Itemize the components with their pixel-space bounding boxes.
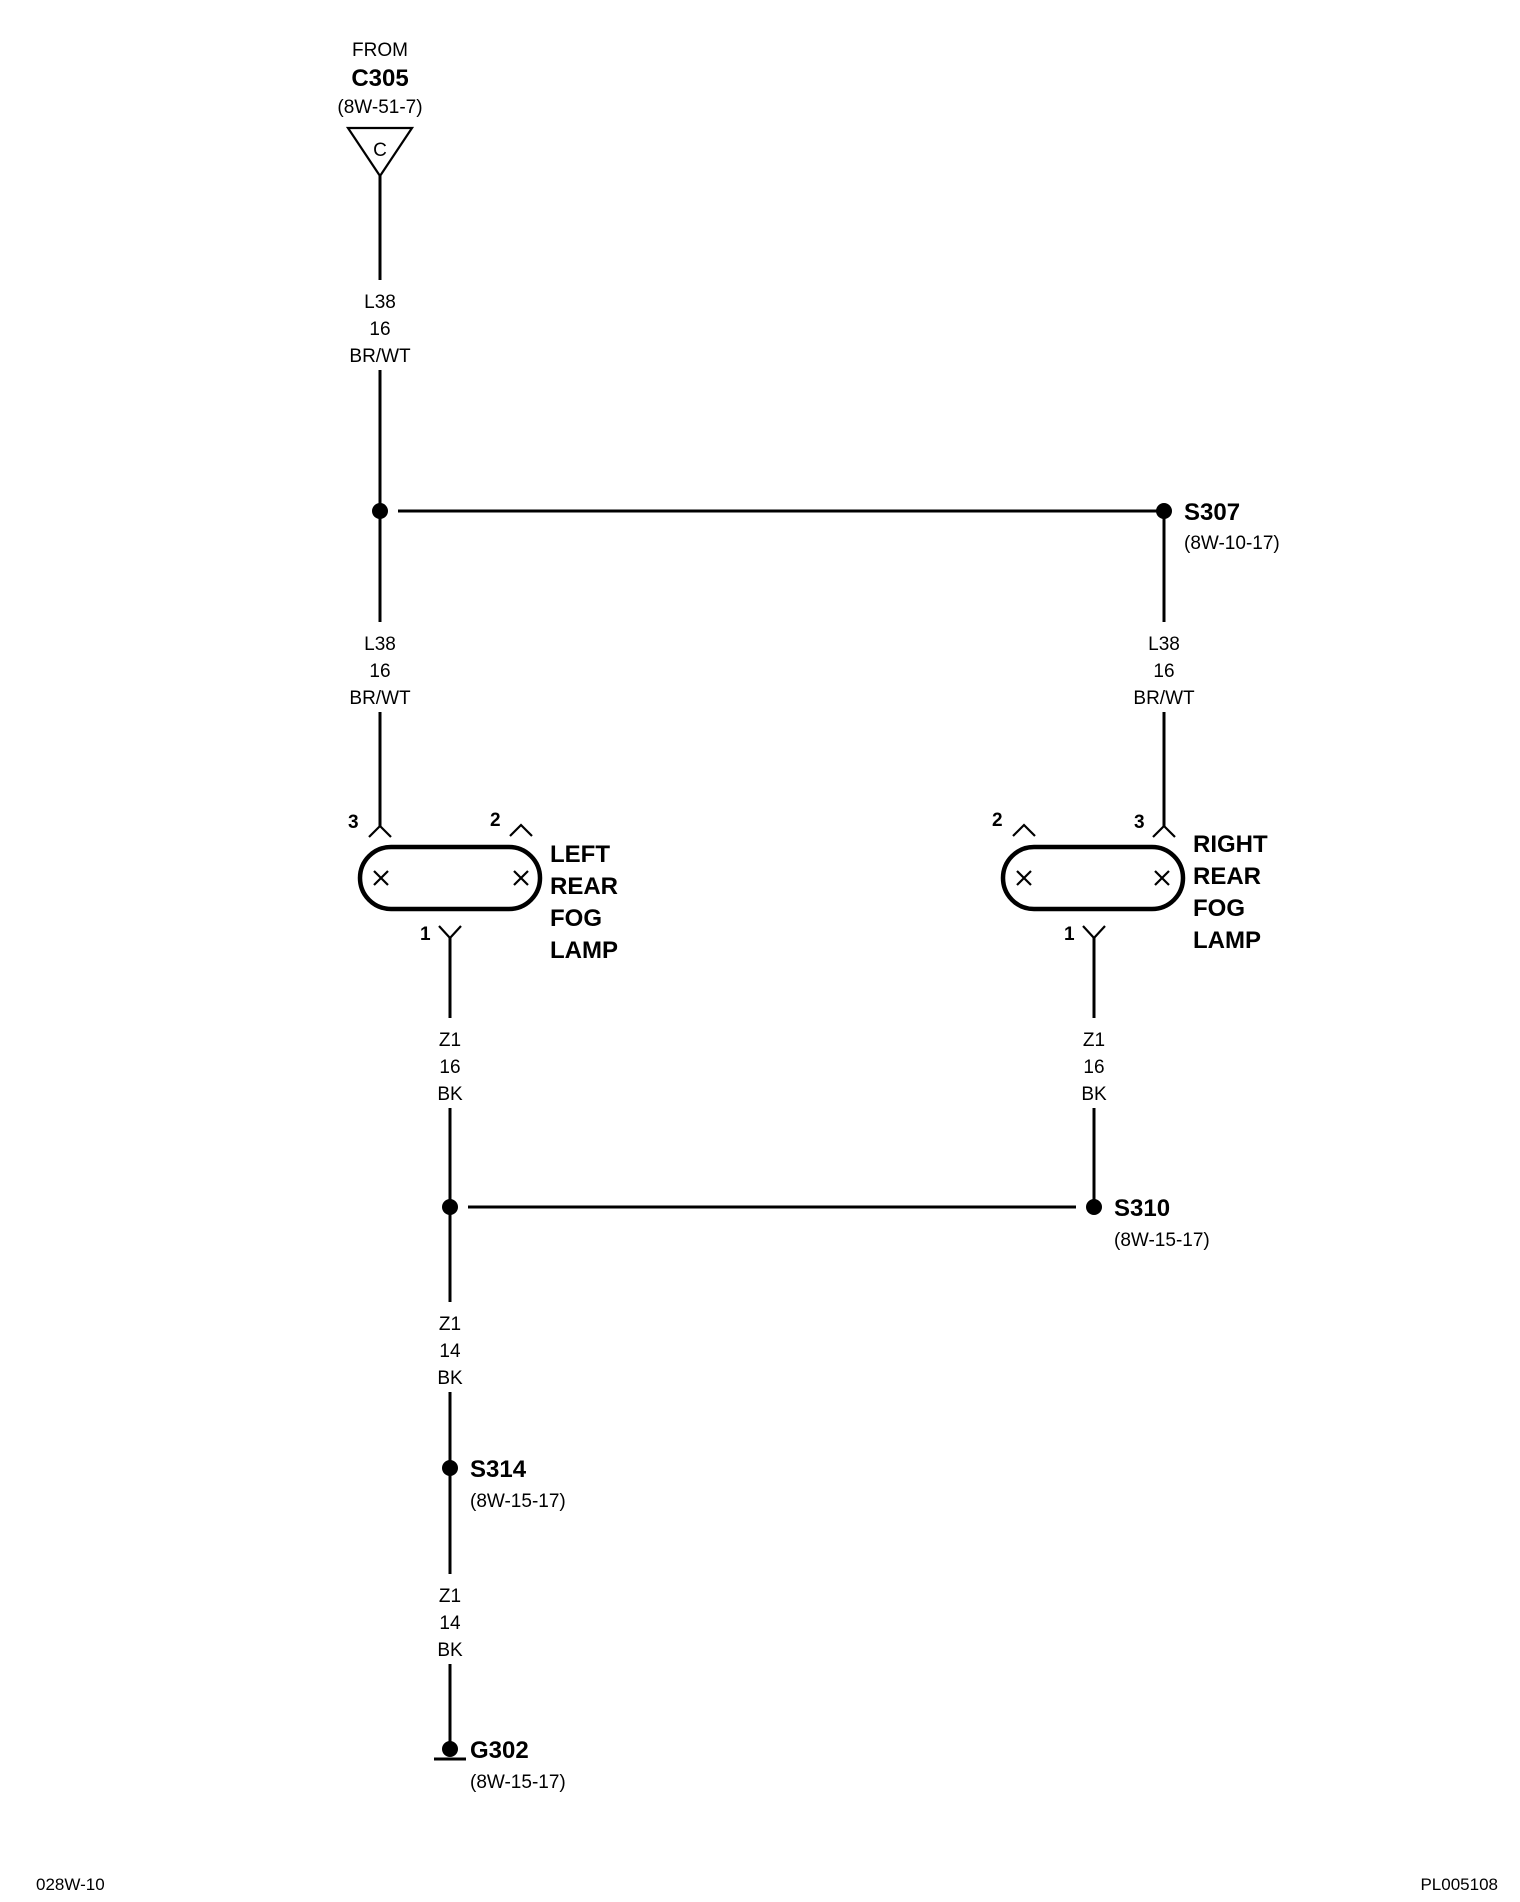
- right-rear-fog-lamp: 2 3 1 RIGHT REAR FOG LAMP: [992, 810, 1268, 954]
- lamp-body: [357, 844, 543, 912]
- splice-name: S307: [1184, 499, 1240, 526]
- pin-number: 1: [420, 924, 431, 945]
- wire-circuit: L38: [364, 292, 396, 313]
- figure-id: PL005108: [1420, 1875, 1498, 1894]
- pin-number: 2: [992, 810, 1003, 831]
- wire-label-ground-mid: Z1 14 BK: [437, 1314, 463, 1389]
- ground-dot-icon: [442, 1741, 458, 1757]
- pin-female-terminal-icon: [1012, 823, 1036, 837]
- wire-gauge: 16: [1153, 661, 1174, 682]
- lamp-x-icon: [373, 870, 389, 886]
- wire-label-left-lamp-feed: L38 16 BR/WT: [349, 634, 411, 709]
- wire-label-right-lamp-feed: L38 16 BR/WT: [1133, 634, 1195, 709]
- pin-number: 1: [1064, 924, 1075, 945]
- wire-color: BR/WT: [349, 346, 411, 367]
- splice-dot-icon: [1086, 1199, 1102, 1215]
- source-cavity-label: C: [373, 140, 387, 161]
- wire-circuit: Z1: [439, 1030, 461, 1051]
- wire-color: BK: [437, 1368, 463, 1389]
- lamp-x-icon: [1016, 870, 1032, 886]
- wire-circuit: Z1: [1083, 1030, 1105, 1051]
- splice-ref: (8W-15-17): [470, 1491, 566, 1512]
- splice-dot-icon: [442, 1199, 458, 1215]
- component-name-line: REAR: [1193, 863, 1261, 890]
- wire-label-left-lamp-ground: Z1 16 BK: [437, 1030, 463, 1105]
- lamp-x-icon: [1154, 870, 1170, 886]
- splice-feed-junction: [372, 503, 388, 519]
- wire-circuit: Z1: [439, 1586, 461, 1607]
- source-connector-ref: (8W-51-7): [337, 97, 422, 118]
- lamp-body: [1000, 844, 1186, 912]
- pin-female-terminal-icon: [368, 824, 392, 838]
- wires: [378, 176, 1166, 1748]
- wire-gauge: 16: [439, 1057, 460, 1078]
- source-connector-name: C305: [351, 65, 408, 92]
- ground-ref: (8W-15-17): [470, 1772, 566, 1793]
- pin-female-terminal-icon: [1152, 824, 1176, 838]
- wire-circuit: Z1: [439, 1314, 461, 1335]
- wire-circuit: L38: [1148, 634, 1180, 655]
- wire-label-feed-top: L38 16 BR/WT: [349, 292, 411, 367]
- component-name-line: RIGHT: [1193, 831, 1268, 858]
- splice-ref: (8W-10-17): [1184, 533, 1280, 554]
- component-name-line: FOG: [1193, 895, 1245, 922]
- wire-color: BK: [1081, 1084, 1107, 1105]
- splice-ref: (8W-15-17): [1114, 1230, 1210, 1251]
- wire-gauge: 16: [369, 319, 390, 340]
- connector-triangle-icon: [345, 126, 415, 178]
- ground-g302: G302 (8W-15-17): [434, 1737, 566, 1793]
- splice-dot-icon: [372, 503, 388, 519]
- component-name-line: REAR: [550, 873, 618, 900]
- wire-gauge: 16: [369, 661, 390, 682]
- left-rear-fog-lamp: 3 2 1 LEFT REAR FOG LAMP: [348, 810, 618, 964]
- wire-gauge: 16: [1083, 1057, 1104, 1078]
- splice-ground-junction: [442, 1199, 458, 1215]
- pin-number: 2: [490, 810, 501, 831]
- splice-dot-icon: [442, 1460, 458, 1476]
- wire-gauge: 14: [439, 1341, 461, 1362]
- ground-name: G302: [470, 1737, 529, 1764]
- pin-number: 3: [348, 812, 359, 833]
- component-name-line: LAMP: [550, 937, 618, 964]
- wire-label-ground-bottom: Z1 14 BK: [437, 1586, 463, 1661]
- pin-male-terminal-icon: [438, 925, 462, 940]
- pin-male-terminal-icon: [1082, 925, 1106, 940]
- wire-color: BR/WT: [1133, 688, 1195, 709]
- lamp-x-icon: [513, 870, 529, 886]
- component-name-line: LEFT: [550, 841, 610, 868]
- splice-dot-icon: [1156, 503, 1172, 519]
- wire-color: BR/WT: [349, 688, 411, 709]
- pin-female-terminal-icon: [509, 823, 533, 837]
- pin-number: 3: [1134, 812, 1145, 833]
- splice-s310: S310 (8W-15-17): [1086, 1195, 1210, 1251]
- splice-name: S310: [1114, 1195, 1170, 1222]
- wire-label-right-lamp-ground: Z1 16 BK: [1081, 1030, 1107, 1105]
- splice-s314: S314 (8W-15-17): [442, 1456, 566, 1512]
- wire-color: BK: [437, 1084, 463, 1105]
- wire-color: BK: [437, 1640, 463, 1661]
- wire-gauge: 14: [439, 1613, 461, 1634]
- component-name-line: LAMP: [1193, 927, 1261, 954]
- source-connector: FROM C305 (8W-51-7) C: [337, 40, 423, 178]
- wire-circuit: L38: [364, 634, 396, 655]
- source-from-label: FROM: [352, 40, 408, 61]
- splice-s307: S307 (8W-10-17): [1156, 499, 1280, 554]
- page-code: 028W-10: [36, 1875, 105, 1894]
- splice-name: S314: [470, 1456, 527, 1483]
- component-name-line: FOG: [550, 905, 602, 932]
